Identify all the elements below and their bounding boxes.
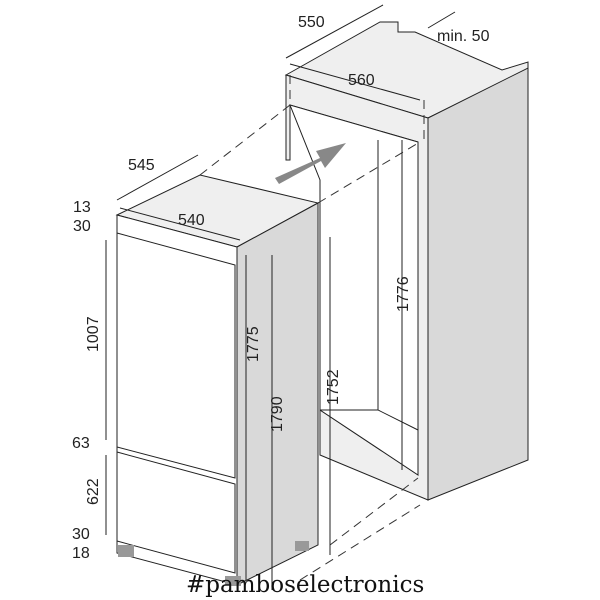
lower-door-label: 622 [85, 478, 102, 505]
upper-door[interactable] [116, 232, 236, 479]
feet-label: 18 [72, 545, 90, 562]
door-height-label: 1775 [245, 326, 262, 362]
fridge-side [236, 202, 319, 586]
upper-door-label: 1007 [85, 316, 102, 352]
fridge-width-label: 540 [178, 212, 205, 229]
cabinet-clearance-label: min. 50 [437, 28, 490, 45]
total-height-label: 1790 [269, 396, 286, 432]
cabinet-width-label: 560 [348, 72, 375, 89]
fridge [105, 154, 331, 590]
bottom-trim-label: 30 [72, 526, 90, 543]
foot-front [225, 576, 241, 586]
lower-door[interactable] [116, 451, 236, 574]
cabinet-side [427, 67, 529, 501]
foot-left [118, 545, 134, 557]
fridge-depth-label: 545 [128, 157, 155, 174]
top-trim-label: 30 [73, 218, 91, 235]
body-height-label: 1752 [325, 369, 342, 405]
insert-arrow-icon [275, 143, 346, 184]
cabinet [199, 4, 529, 581]
cabinet-interior [289, 104, 419, 476]
watermark: #pamboselectronics [186, 572, 424, 598]
cabinet-depth-label: 550 [298, 14, 325, 31]
door-gap-label: 63 [72, 435, 90, 452]
top-gap-label: 13 [73, 199, 91, 216]
foot-back [295, 541, 309, 551]
cabinet-height-label: 1776 [395, 276, 412, 312]
